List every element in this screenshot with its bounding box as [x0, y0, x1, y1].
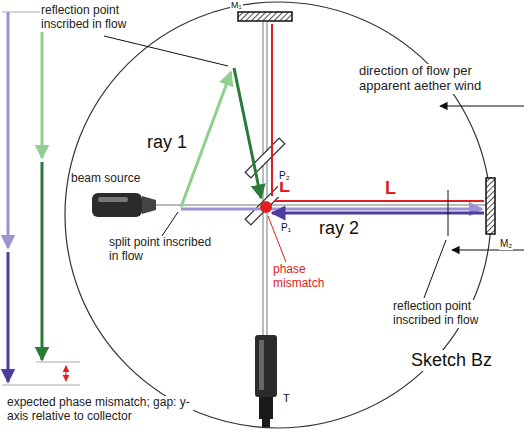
- callout-note: phase mismatch: [272, 263, 340, 291]
- leader-line: [424, 240, 446, 298]
- part-name: M₂: [499, 238, 513, 250]
- reflection-tick: [448, 190, 449, 236]
- callout-note: expected phase mismatch; gap: y-axis rel…: [6, 396, 193, 424]
- ray-label: ray 2: [318, 218, 360, 239]
- part-name: P₂: [278, 170, 291, 182]
- leader-line: [104, 36, 228, 66]
- part-name: M₁: [230, 0, 243, 10]
- telescope-symbol: [255, 335, 277, 427]
- flow-arrow: [452, 249, 524, 250]
- part-name: T: [282, 392, 291, 405]
- flow-arrow: [440, 105, 524, 106]
- ray-2-out-length: [7, 12, 10, 248]
- beam-path: [267, 22, 268, 335]
- phase-mismatch-spot: [260, 201, 272, 213]
- mirror-m1: [238, 12, 292, 21]
- mirror-m2: [486, 178, 495, 234]
- reference-tick: [2, 385, 80, 386]
- ray-1-back: [234, 68, 261, 198]
- reference-tick: [36, 362, 80, 363]
- beam-source-symbol: [92, 193, 156, 217]
- gap-bracket: [65, 366, 66, 381]
- callout-note: split point inscribed in flow: [108, 236, 215, 264]
- length-line: [274, 200, 484, 202]
- length-line: [271, 24, 273, 196]
- ray-2-back-length: [7, 252, 10, 382]
- ray-2-out: [181, 208, 482, 211]
- beam-path: [263, 22, 264, 335]
- ray-1-out: [181, 72, 231, 207]
- length-label: L: [384, 178, 397, 199]
- ray-2-back: [272, 212, 484, 215]
- callout-note: reflection point inscribed in flow: [40, 4, 157, 32]
- leader-line: [162, 212, 178, 236]
- sketch-title: Sketch Bz: [410, 350, 493, 371]
- part-name: beam source: [70, 172, 141, 186]
- flow-note: direction of flow per apparent aether wi…: [358, 64, 505, 94]
- ray-label: ray 1: [146, 132, 188, 153]
- beam-path: [148, 205, 486, 206]
- ray-1-back-length: [41, 162, 44, 360]
- ray-1-out-length: [41, 12, 44, 158]
- part-name: P₁: [280, 222, 292, 234]
- callout-note: reflection point inscribed in flow: [392, 300, 509, 328]
